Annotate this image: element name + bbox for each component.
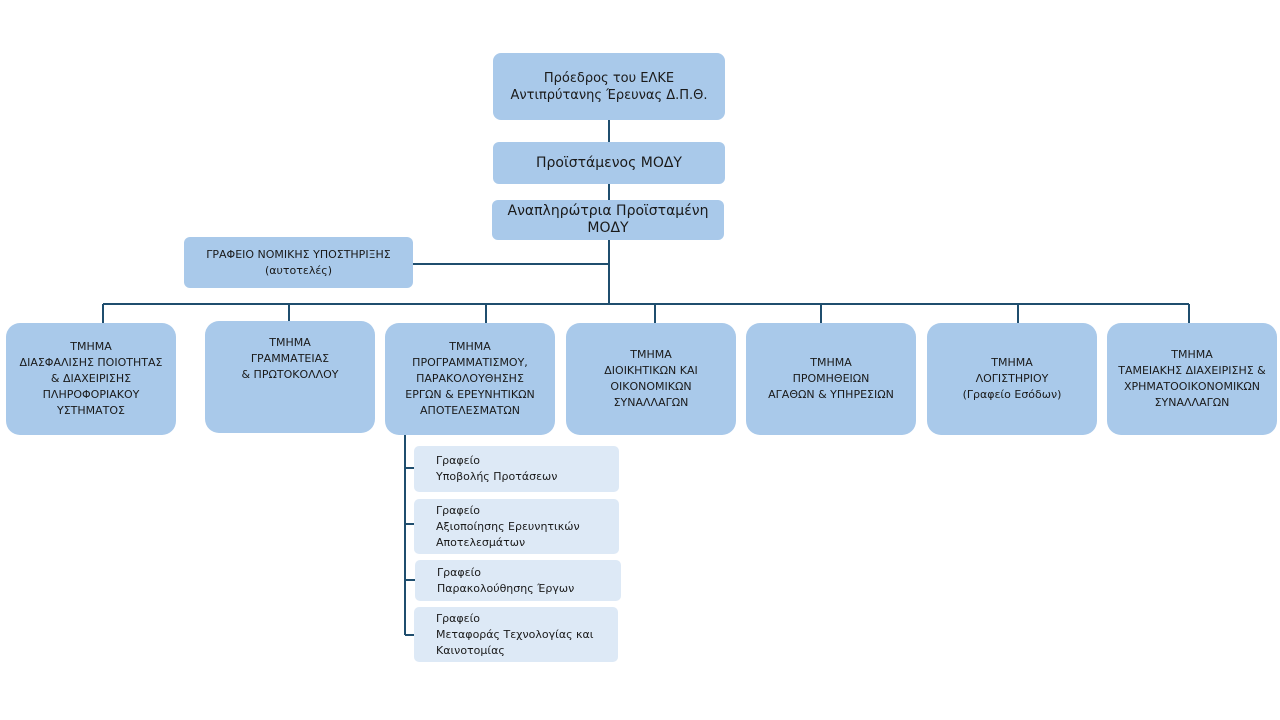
office-research-exploitation: Γραφείο Αξιοποίησης Ερευνητικών Αποτελεσ…: [414, 499, 619, 554]
deputy-box: Αναπληρώτρια Προϊσταμένη ΜΟΔΥ: [492, 200, 724, 240]
president-box: Πρόεδρος του ΕΛΚΕ Αντιπρύτανης Έρευνας Δ…: [493, 53, 725, 120]
office-technology-transfer: Γραφείο Μεταφοράς Τεχνολογίας και Καινοτ…: [414, 607, 618, 662]
legal-office-box: ΓΡΑΦΕΙΟ ΝΟΜΙΚΗΣ ΥΠΟΣΤΗΡΙΞΗΣ (αυτοτελές): [184, 237, 413, 288]
department-administrative: ΤΜΗΜΑ ΔΙΟΙΚΗΤΙΚΩΝ ΚΑΙ ΟΙΚΟΝΟΜΙΚΩΝ ΣΥΝΑΛΛ…: [566, 323, 736, 435]
department-procurement: ΤΜΗΜΑ ΠΡΟΜΗΘΕΙΩΝ ΑΓΑΘΩΝ & ΥΠΗΡΕΣΙΩΝ: [746, 323, 916, 435]
office-project-monitoring: Γραφείο Παρακολούθησης Έργων: [415, 560, 621, 601]
department-secretariat: ΤΜΗΜΑ ΓΡΑΜΜΑΤΕΙΑΣ & ΠΡΩΤΟΚΟΛΛΟΥ: [205, 321, 375, 433]
department-treasury: ΤΜΗΜΑ ΤΑΜΕΙΑΚΗΣ ΔΙΑΧΕΙΡΙΣΗΣ & ΧΡΗΜΑΤΟΟΙΚ…: [1107, 323, 1277, 435]
head-box: Προϊστάμενος ΜΟΔΥ: [493, 142, 725, 184]
department-quality-assurance: ΤΜΗΜΑ ΔΙΑΣΦΑΛΙΣΗΣ ΠΟΙΟΤΗΤΑΣ & ΔΙΑΧΕΙΡΙΣΗ…: [6, 323, 176, 435]
office-proposals: Γραφείο Υποβολής Προτάσεων: [414, 446, 619, 492]
department-programming: ΤΜΗΜΑ ΠΡΟΓΡΑΜΜΑΤΙΣΜΟΥ, ΠΑΡΑΚΟΛΟΥΘΗΣΗΣ ΕΡ…: [385, 323, 555, 435]
department-accounting: ΤΜΗΜΑ ΛΟΓΙΣΤΗΡΙΟΥ (Γραφείο Εσόδων): [927, 323, 1097, 435]
